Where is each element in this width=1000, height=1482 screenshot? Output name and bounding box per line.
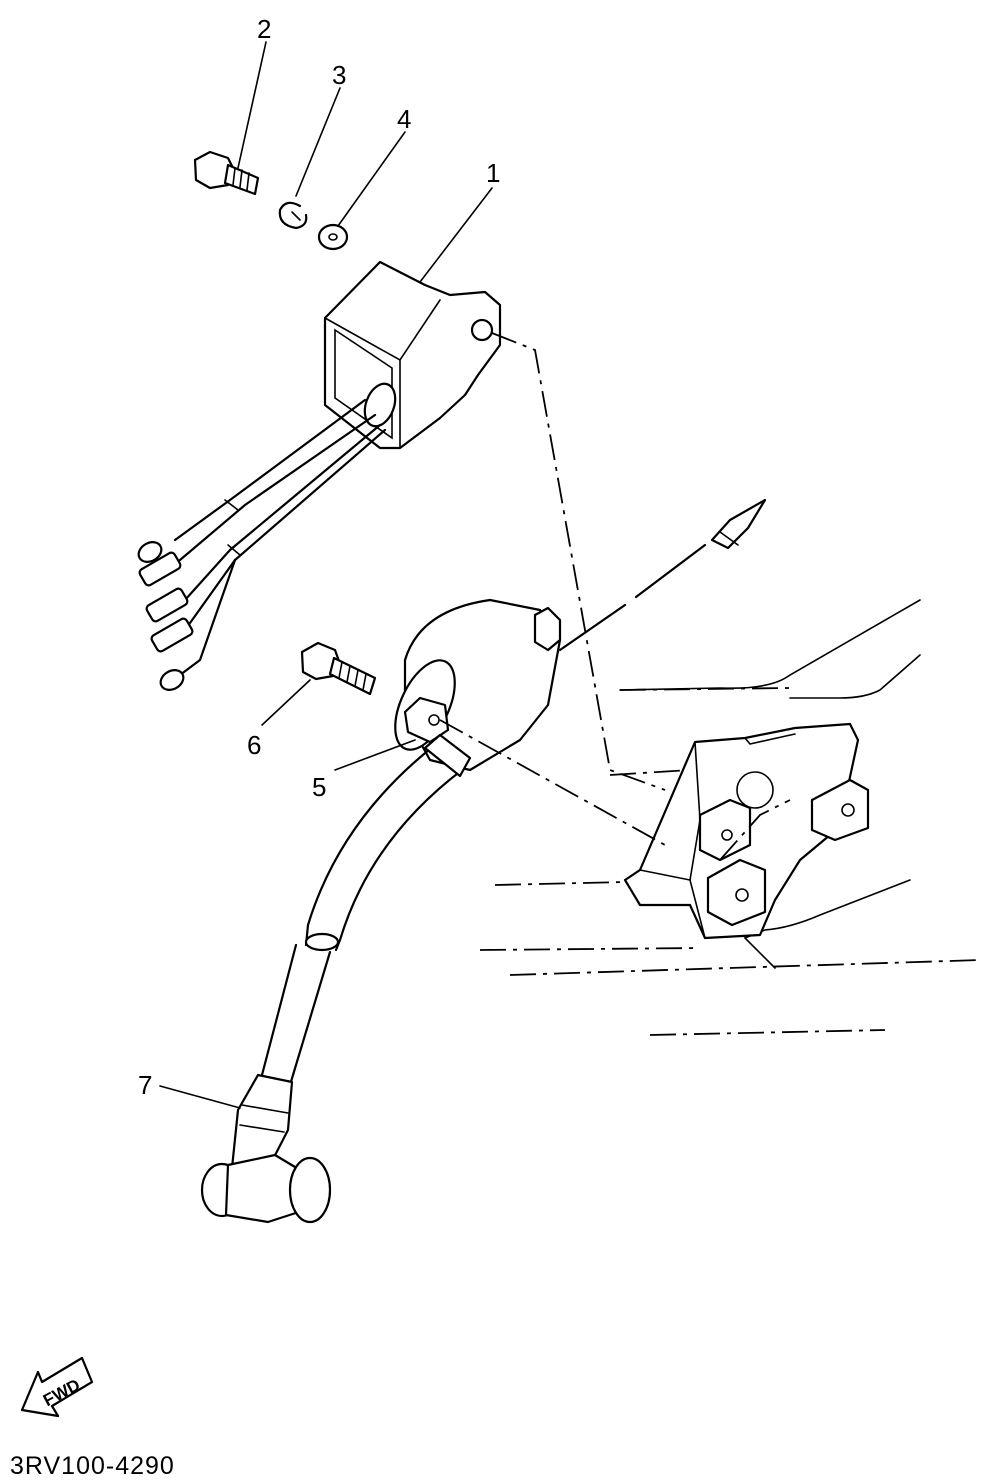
callout-3: 3 — [332, 60, 346, 90]
callout-1: 1 — [486, 158, 500, 188]
frame-structure — [479, 599, 981, 1036]
plug-cap-cord — [200, 733, 472, 1224]
lock-washer — [278, 201, 308, 230]
ignition-coil — [394, 498, 767, 772]
bolt-cdi — [193, 150, 260, 196]
callout-2: 2 — [257, 14, 271, 44]
plain-washer — [317, 223, 349, 251]
callout-6: 6 — [247, 730, 261, 760]
forward-arrow-icon: FWD — [20, 1356, 94, 1418]
callout-4: 4 — [397, 104, 411, 134]
bolt-coil — [300, 641, 377, 696]
callout-labels: 1 2 3 4 5 6 7 — [138, 14, 500, 1100]
figure-code: 3RV100-4290 — [10, 1452, 175, 1480]
cdi-unit — [137, 260, 502, 691]
mounting-bracket — [623, 722, 870, 940]
assembly-lines — [439, 332, 666, 846]
leader-lines — [159, 41, 493, 1109]
callout-5: 5 — [312, 772, 326, 802]
callout-7: 7 — [138, 1070, 152, 1100]
